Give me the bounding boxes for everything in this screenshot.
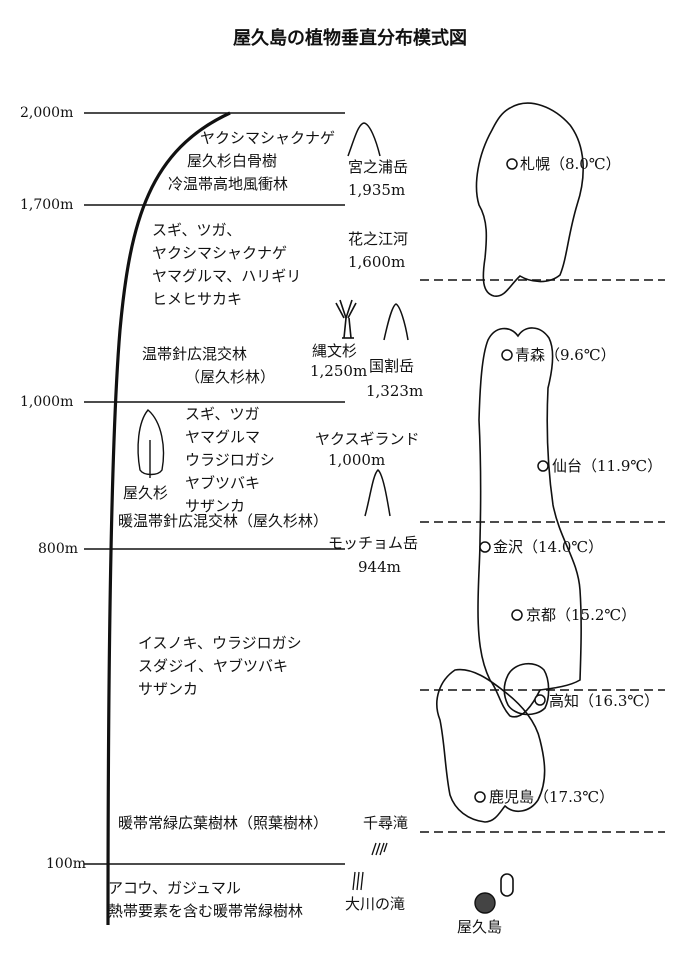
mocchomu-peak-icon	[364, 469, 391, 517]
aomori-marker	[501, 349, 513, 361]
zone-warm-mixed-forest: 暖温帯針広混交林（屋久杉林）	[118, 512, 329, 530]
kokuwari-altitude: 1,323m	[366, 382, 424, 400]
sapporo-marker	[506, 158, 518, 170]
zone-lowland-species-2: スダジイ、ヤブツバキ	[138, 657, 289, 675]
yakusugi-label: 屋久杉	[123, 484, 169, 502]
altitude-label-100: 100m	[46, 856, 86, 872]
altitude-lines	[84, 112, 345, 865]
yakusugiland-altitude: 1,000m	[328, 451, 386, 469]
zone-subalpine-species-2: 屋久杉白骨樹	[187, 152, 278, 170]
hokkaido-outline	[475, 102, 584, 297]
zone-mixed-forest: 温帯針広混交林	[142, 345, 248, 363]
zone-warm-species-5: サザンカ	[185, 497, 246, 515]
kanazawa-marker	[479, 541, 491, 553]
sendai-marker	[537, 460, 549, 472]
zone-warm-species-3: ウラジロガシ	[185, 451, 275, 469]
zone-coastal-forest: 熱帯要素を含む暖帯常緑樹林	[108, 902, 304, 920]
yakushima-mark	[474, 892, 496, 914]
kagoshima-label: 鹿児島（17.3℃）	[489, 788, 615, 806]
honshu-outline	[477, 327, 582, 718]
kochi-marker	[534, 694, 546, 706]
kyoto-marker	[511, 609, 523, 621]
zone-mixed-forest-note: （屋久杉林）	[185, 368, 276, 386]
aomori-label: 青森（9.6℃）	[515, 346, 616, 364]
zone-warm-species-4: ヤブツバキ	[185, 474, 261, 492]
zone-warm-species-1: スギ、ツガ	[185, 405, 260, 423]
hananoego-altitude: 1,600m	[348, 253, 406, 271]
kokuwari-peak-icon	[383, 303, 409, 341]
senpiro-falls-icon	[371, 842, 388, 856]
kyoto-label: 京都（15.2℃）	[526, 606, 637, 624]
altitude-label-1700: 1,700m	[20, 197, 74, 213]
miyanoura-altitude: 1,935m	[348, 181, 406, 199]
kyushu-outline	[436, 668, 546, 823]
shikoku-outline	[503, 662, 550, 716]
altitude-label-2000: 2,000m	[20, 105, 74, 121]
island-profile-curve	[106, 111, 231, 926]
zone-subalpine-species-1: ヤクシマシャクナゲ	[200, 129, 336, 147]
zone-montane-species-1: スギ、ツガ、	[152, 221, 242, 239]
altitude-label-1000: 1,000m	[20, 394, 74, 410]
zone-subalpine-forest: 冷温帯高地風衝林	[168, 175, 289, 193]
ookawa-falls-label: 大川の滝	[345, 895, 406, 913]
sendai-label: 仙台（11.9℃）	[552, 457, 663, 475]
diagram-title: 屋久島の植物垂直分布模式図	[233, 28, 467, 49]
zone-montane-species-4: ヒメヒサカキ	[152, 290, 243, 308]
zone-laurel-forest: 暖帯常緑広葉樹林（照葉樹林）	[118, 814, 329, 832]
altitude-label-800: 800m	[38, 541, 78, 557]
mocchomu-altitude: 944m	[358, 558, 401, 576]
jomonsugi-altitude: 1,250m	[310, 362, 368, 380]
yakushima-label: 屋久島	[457, 918, 503, 936]
yakusugiland-name: ヤクスギランド	[315, 430, 420, 448]
zone-montane-species-3: ヤマグルマ、ハリギリ	[152, 267, 302, 285]
kanazawa-label: 金沢（14.0℃）	[493, 538, 604, 556]
zone-warm-species-2: ヤマグルマ	[185, 428, 261, 446]
kagoshima-marker	[474, 791, 486, 803]
mocchomu-name: モッチョム岳	[328, 534, 419, 552]
tanegashima-outline	[500, 873, 514, 897]
kochi-label: 高知（16.3℃）	[549, 692, 660, 710]
zone-lowland-species-1: イスノキ、ウラジロガシ	[138, 634, 302, 652]
miyanoura-peak-icon	[347, 122, 381, 157]
zone-lowland-species-3: サザンカ	[138, 680, 199, 698]
sapporo-label: 札幌（8.0℃）	[520, 155, 621, 173]
ookawa-falls-icon	[352, 871, 364, 891]
senpiro-falls-label: 千尋滝	[363, 814, 409, 832]
hananoego-name: 花之江河	[348, 230, 409, 248]
jomonsugi-tree-icon	[335, 299, 357, 339]
zone-montane-species-2: ヤクシマシャクナゲ	[152, 244, 288, 262]
kokuwari-name: 国割岳	[369, 357, 415, 375]
zone-coastal-species: アコウ、ガジュマル	[108, 879, 241, 897]
yakusugi-tree-icon	[137, 409, 165, 478]
jomonsugi-name: 縄文杉	[312, 342, 358, 360]
miyanoura-name: 宮之浦岳	[348, 158, 409, 176]
